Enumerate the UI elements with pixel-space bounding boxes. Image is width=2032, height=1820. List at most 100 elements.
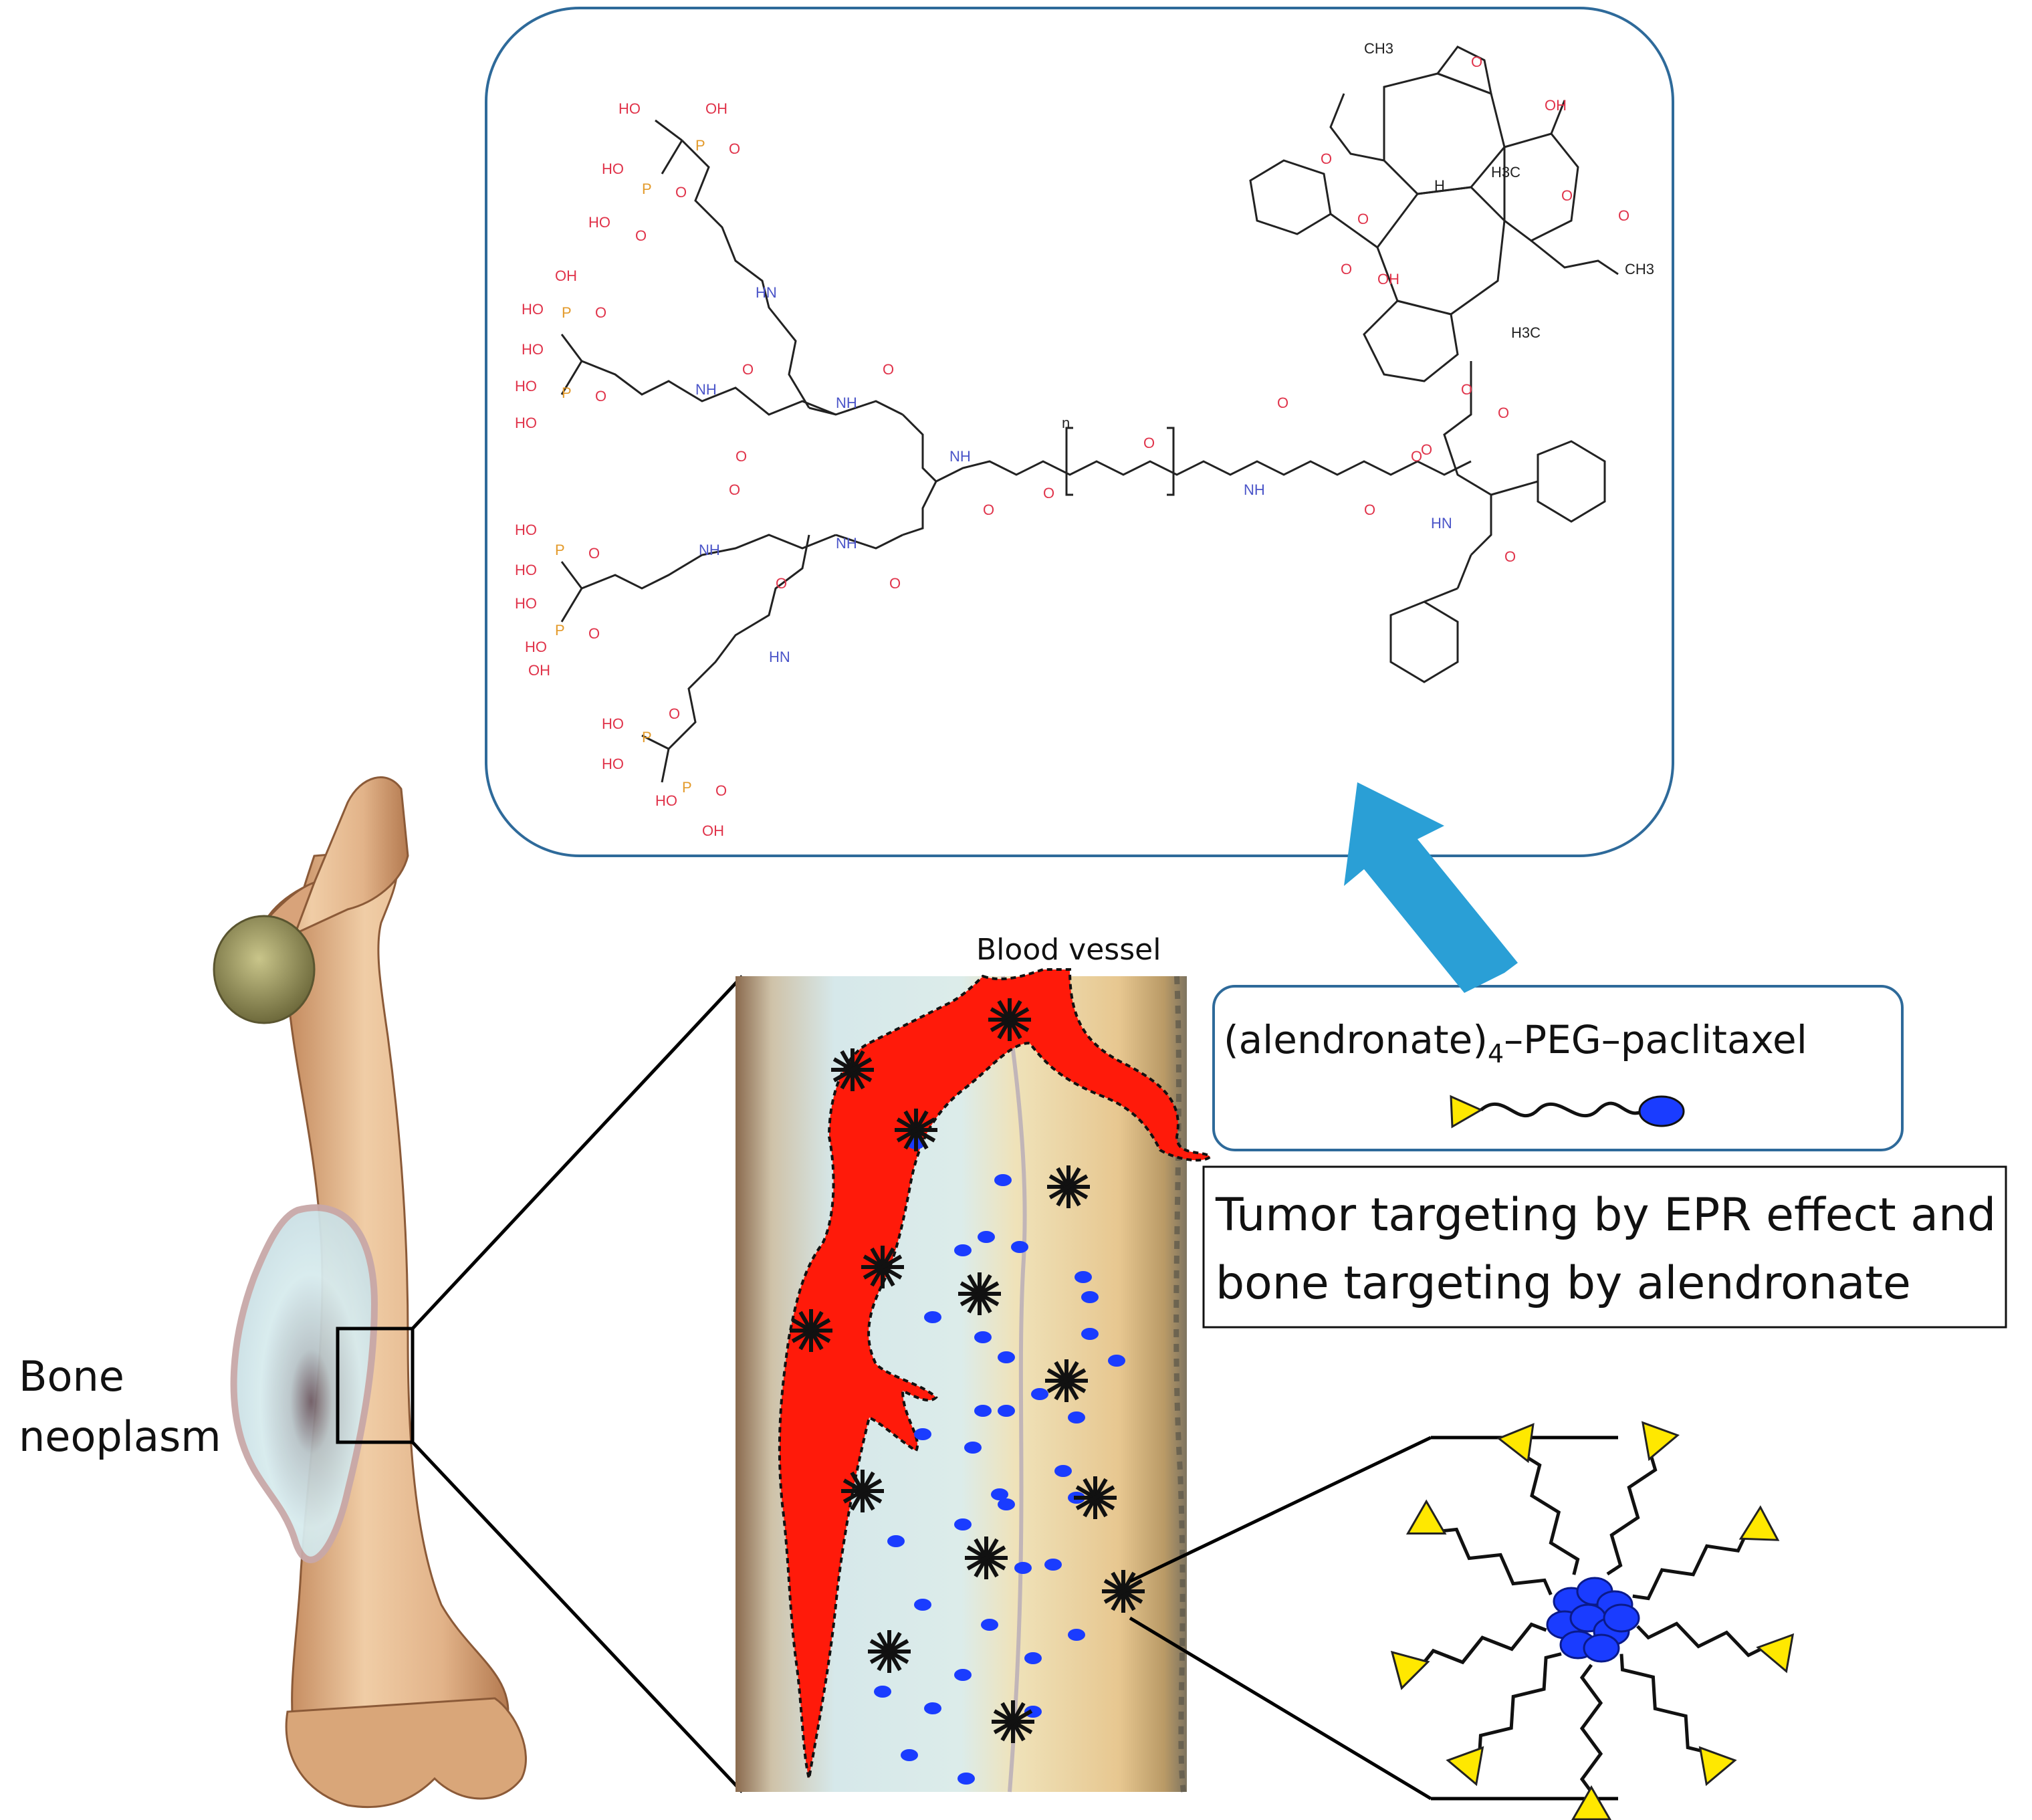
atom-label: CH3 [1625, 261, 1654, 277]
atom-label: O [1498, 405, 1509, 421]
drug-particle [954, 1244, 972, 1256]
atom-label: O [1461, 381, 1472, 398]
atom-label: O [1043, 485, 1054, 501]
peg-chain [1440, 1527, 1553, 1596]
atom-label: O [1341, 261, 1352, 277]
paclitaxel-core [1603, 1603, 1640, 1633]
drug-particle [924, 1311, 941, 1323]
atom-label: P [695, 137, 705, 154]
atom-label: O [715, 782, 727, 799]
peg-chain [1636, 1621, 1764, 1658]
atom-label: HO [525, 639, 547, 655]
atom-label: OH [702, 822, 724, 839]
drug-particle [978, 1231, 995, 1243]
atom-label: HO [655, 792, 677, 809]
atom-label: OH [528, 662, 550, 679]
atom-label: O [729, 481, 740, 498]
blood-vessel-label: Blood vessel [976, 933, 1161, 967]
atom-label: O [1504, 548, 1516, 565]
peg-chain [1422, 1622, 1547, 1665]
bone-femur-illustration [213, 776, 527, 1809]
alendronate-ligand [1738, 1505, 1780, 1541]
atom-label: O [635, 227, 647, 244]
atom-label: O [742, 361, 754, 378]
atom-label: HO [515, 522, 537, 538]
zoom-line-bottom [411, 1441, 744, 1793]
peg-chain [1525, 1455, 1580, 1575]
atom-label: n [1062, 415, 1070, 431]
atom-label: O [1364, 501, 1375, 518]
femoral-head [213, 915, 316, 1024]
drug-particle [991, 1488, 1008, 1500]
paclitaxel-core [1583, 1633, 1620, 1663]
atom-label: P [682, 779, 692, 796]
nanoparticle-marker [831, 1048, 874, 1091]
atom-label: HO [618, 100, 641, 117]
atom-label: O [1277, 394, 1288, 411]
atom-label: NH [836, 535, 857, 552]
nanoparticle-marker [992, 1700, 1034, 1743]
drug-particle [981, 1619, 998, 1631]
atom-label: P [555, 622, 565, 639]
atom-label: HO [588, 214, 610, 231]
drug-particle [957, 1773, 975, 1785]
drug-particle [924, 1702, 941, 1714]
drug-particle [998, 1498, 1015, 1510]
drug-particle [974, 1331, 992, 1343]
drug-particle [1068, 1629, 1085, 1641]
atom-label: H3C [1491, 164, 1520, 181]
blood-vessel [778, 968, 1212, 1779]
nanoparticle-zoom [1129, 1421, 1795, 1820]
tumor-mass [230, 1204, 378, 1563]
atom-label: O [776, 575, 787, 592]
drug-particle [1081, 1328, 1099, 1340]
drug-particle [954, 1518, 972, 1530]
drug-particles [874, 1137, 1125, 1785]
atom-label: HO [602, 160, 624, 177]
atom-label: P [642, 729, 652, 746]
alendronate-ligand [1446, 1746, 1484, 1787]
paclitaxel-structure [1249, 45, 1619, 683]
nanoparticle-marker [1045, 1359, 1088, 1402]
drug-particle [964, 1442, 982, 1454]
alendronate-ligand [1390, 1650, 1430, 1690]
nanoparticle-marker [1074, 1476, 1117, 1519]
atom-label: O [669, 705, 680, 722]
conjugate-box: (alendronate)4–PEG–paclitaxel [1212, 985, 1904, 1151]
nanoparticle-icon [1390, 1421, 1795, 1820]
atom-label: O [1421, 441, 1432, 458]
atom-label: P [555, 542, 565, 558]
atom-label: O [595, 304, 606, 321]
atom-label: O [1561, 187, 1573, 204]
drug-particle [1014, 1562, 1032, 1574]
atom-label: HO [522, 301, 544, 318]
drug-particle [1075, 1271, 1092, 1283]
atom-label: NH [695, 381, 717, 398]
atom-label: O [675, 184, 687, 201]
drug-particle [901, 1749, 918, 1761]
peg-chain [1606, 1454, 1658, 1576]
bone-neoplasm-label-line2: neoplasm [19, 1412, 221, 1461]
bone-neoplasm-label-line1: Bone [19, 1352, 124, 1401]
drug-particle [998, 1405, 1015, 1417]
structure-frame [485, 7, 1674, 857]
nanoparticle-marker [868, 1630, 911, 1673]
alendronate-ligand [1698, 1746, 1737, 1787]
zoom-line-top [411, 975, 744, 1330]
atom-label: OH [1377, 271, 1399, 288]
drug-particle [914, 1599, 931, 1611]
atom-label: HO [515, 595, 537, 612]
nanoparticle-marker [988, 998, 1031, 1041]
atom-label: O [983, 501, 994, 518]
peg-chain [1632, 1535, 1746, 1601]
atom-label: HN [769, 649, 790, 665]
zoom-region-box [336, 1327, 415, 1444]
alendronate-ligand [1405, 1499, 1447, 1534]
atom-label: O [736, 448, 747, 465]
atom-label: OH [555, 267, 577, 284]
drug-particle [1068, 1411, 1085, 1424]
atom-label: O [883, 361, 894, 378]
atom-label: O [1143, 435, 1155, 451]
structure-panel: HO OH P O HO P O HO O HO OH P O HO HO P … [485, 7, 1674, 857]
targeting-line2: bone targeting by alendronate [1216, 1257, 1911, 1310]
